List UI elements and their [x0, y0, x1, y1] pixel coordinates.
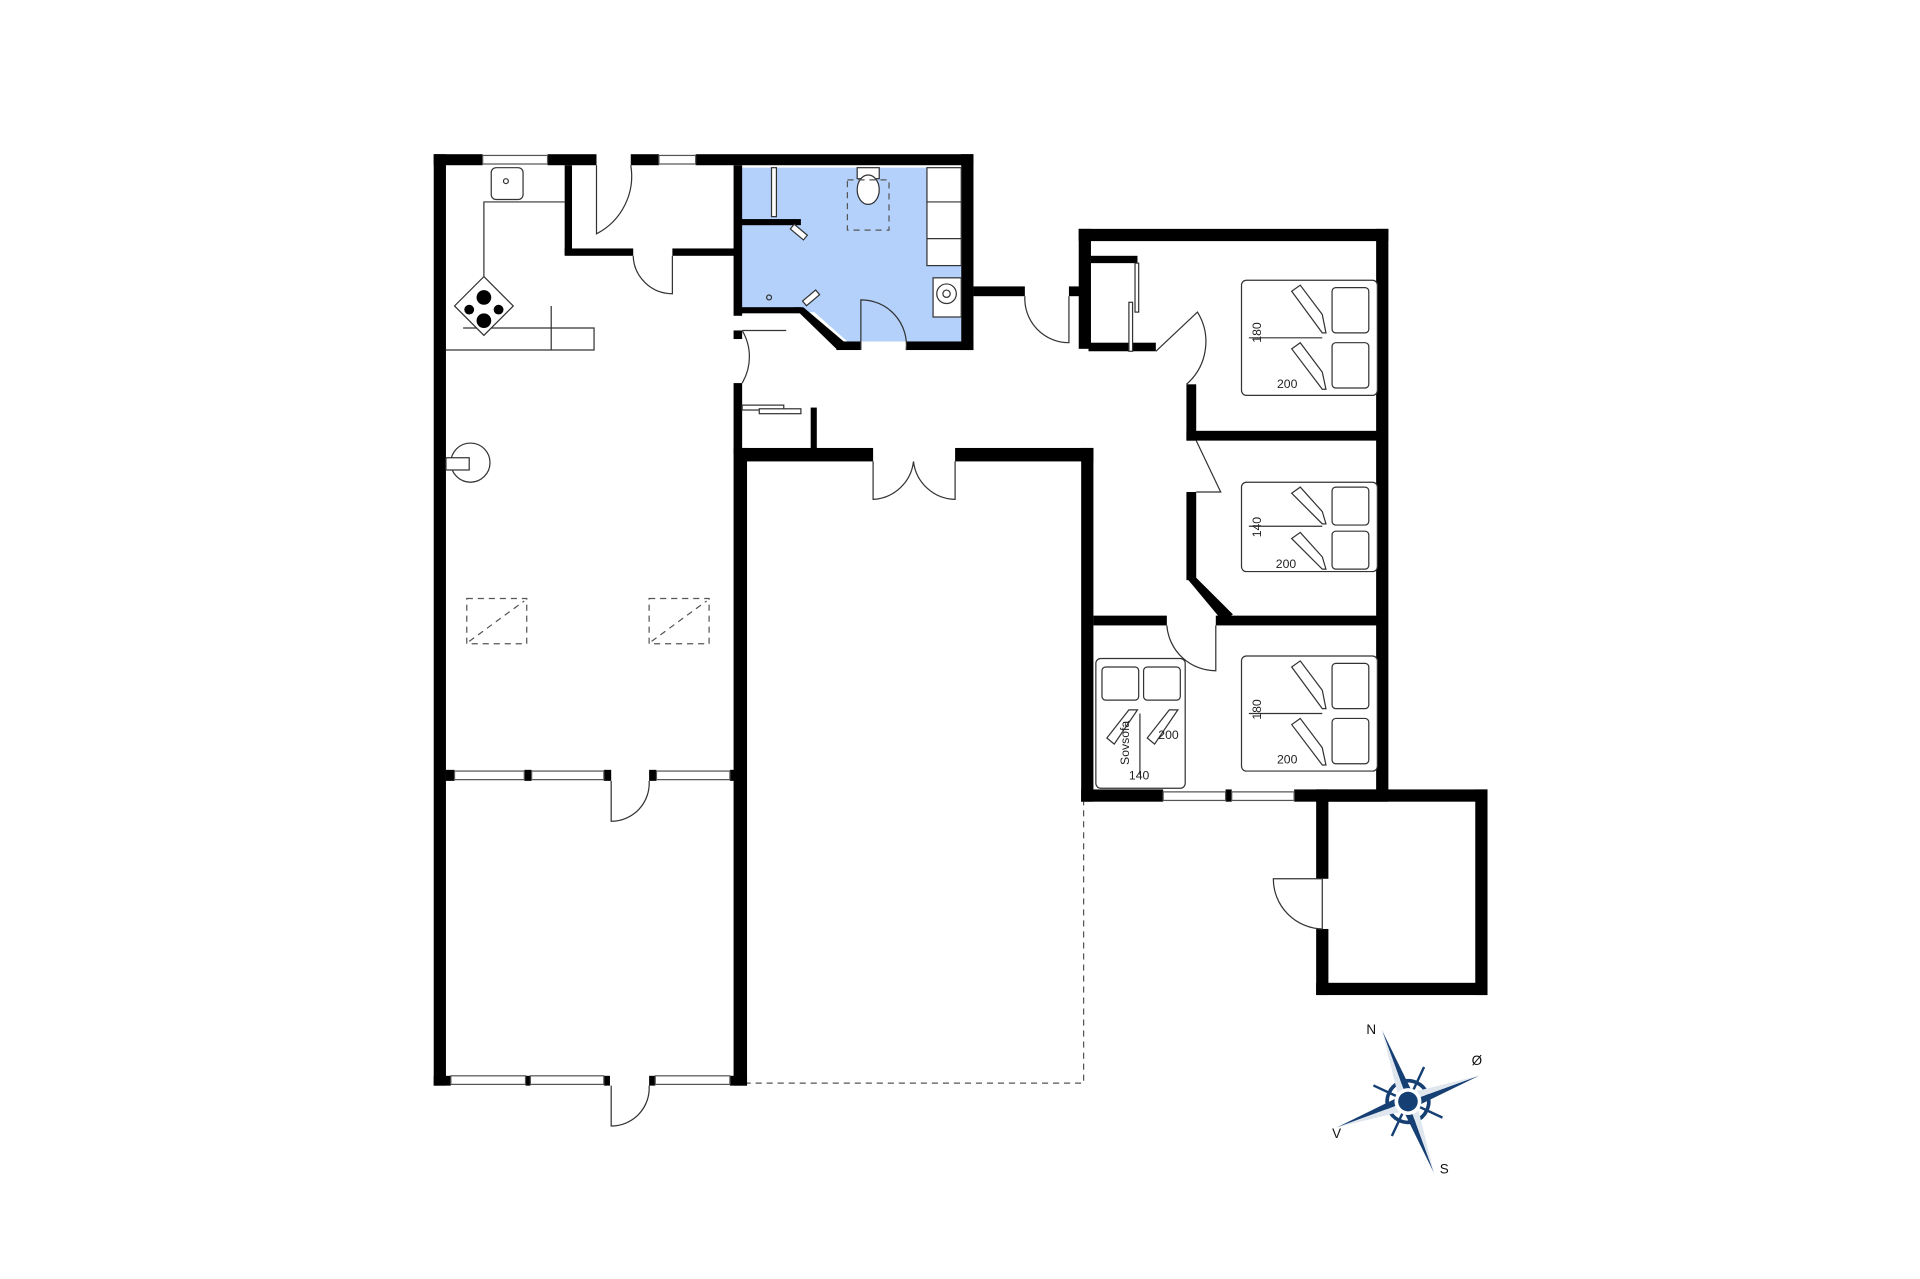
bed-length: 200 [1277, 753, 1298, 767]
living-fixtures [445, 442, 710, 645]
compass-north: N [1366, 1022, 1376, 1037]
skylight-2 [648, 597, 710, 645]
compass-icon: N Ø S V [1332, 1022, 1483, 1177]
stove-icon [453, 275, 515, 337]
bed-bedroom-3: 180 200 [1240, 655, 1378, 772]
compass-south: S [1440, 1162, 1449, 1177]
washer-icon [936, 283, 957, 305]
sofabed-length: 200 [1158, 728, 1179, 742]
bed-bedroom-1: 180 200 [1240, 279, 1378, 396]
sofabed-width: 140 [1129, 769, 1150, 783]
compass-west: V [1332, 1126, 1341, 1141]
bathroom-floor [739, 167, 962, 342]
bed-width: 140 [1250, 517, 1264, 538]
bathroom-fixtures [766, 167, 962, 318]
sofabed: Sovsofa 200 140 [1095, 657, 1186, 789]
bed-bedroom-2: 140 200 [1240, 481, 1378, 573]
kitchen-fixtures [445, 167, 595, 351]
sofabed-label: Sovsofa [1118, 721, 1132, 765]
bed-length: 200 [1277, 377, 1298, 391]
terrace-outline [744, 801, 1085, 1084]
walls [433, 154, 1488, 1086]
skylight-1 [466, 597, 528, 645]
bed-width: 180 [1250, 699, 1264, 720]
bed-width: 180 [1250, 322, 1264, 343]
compass-east: Ø [1472, 1053, 1483, 1068]
bed-length: 200 [1276, 557, 1297, 571]
doors [595, 165, 1323, 1127]
windows [450, 154, 1295, 1086]
